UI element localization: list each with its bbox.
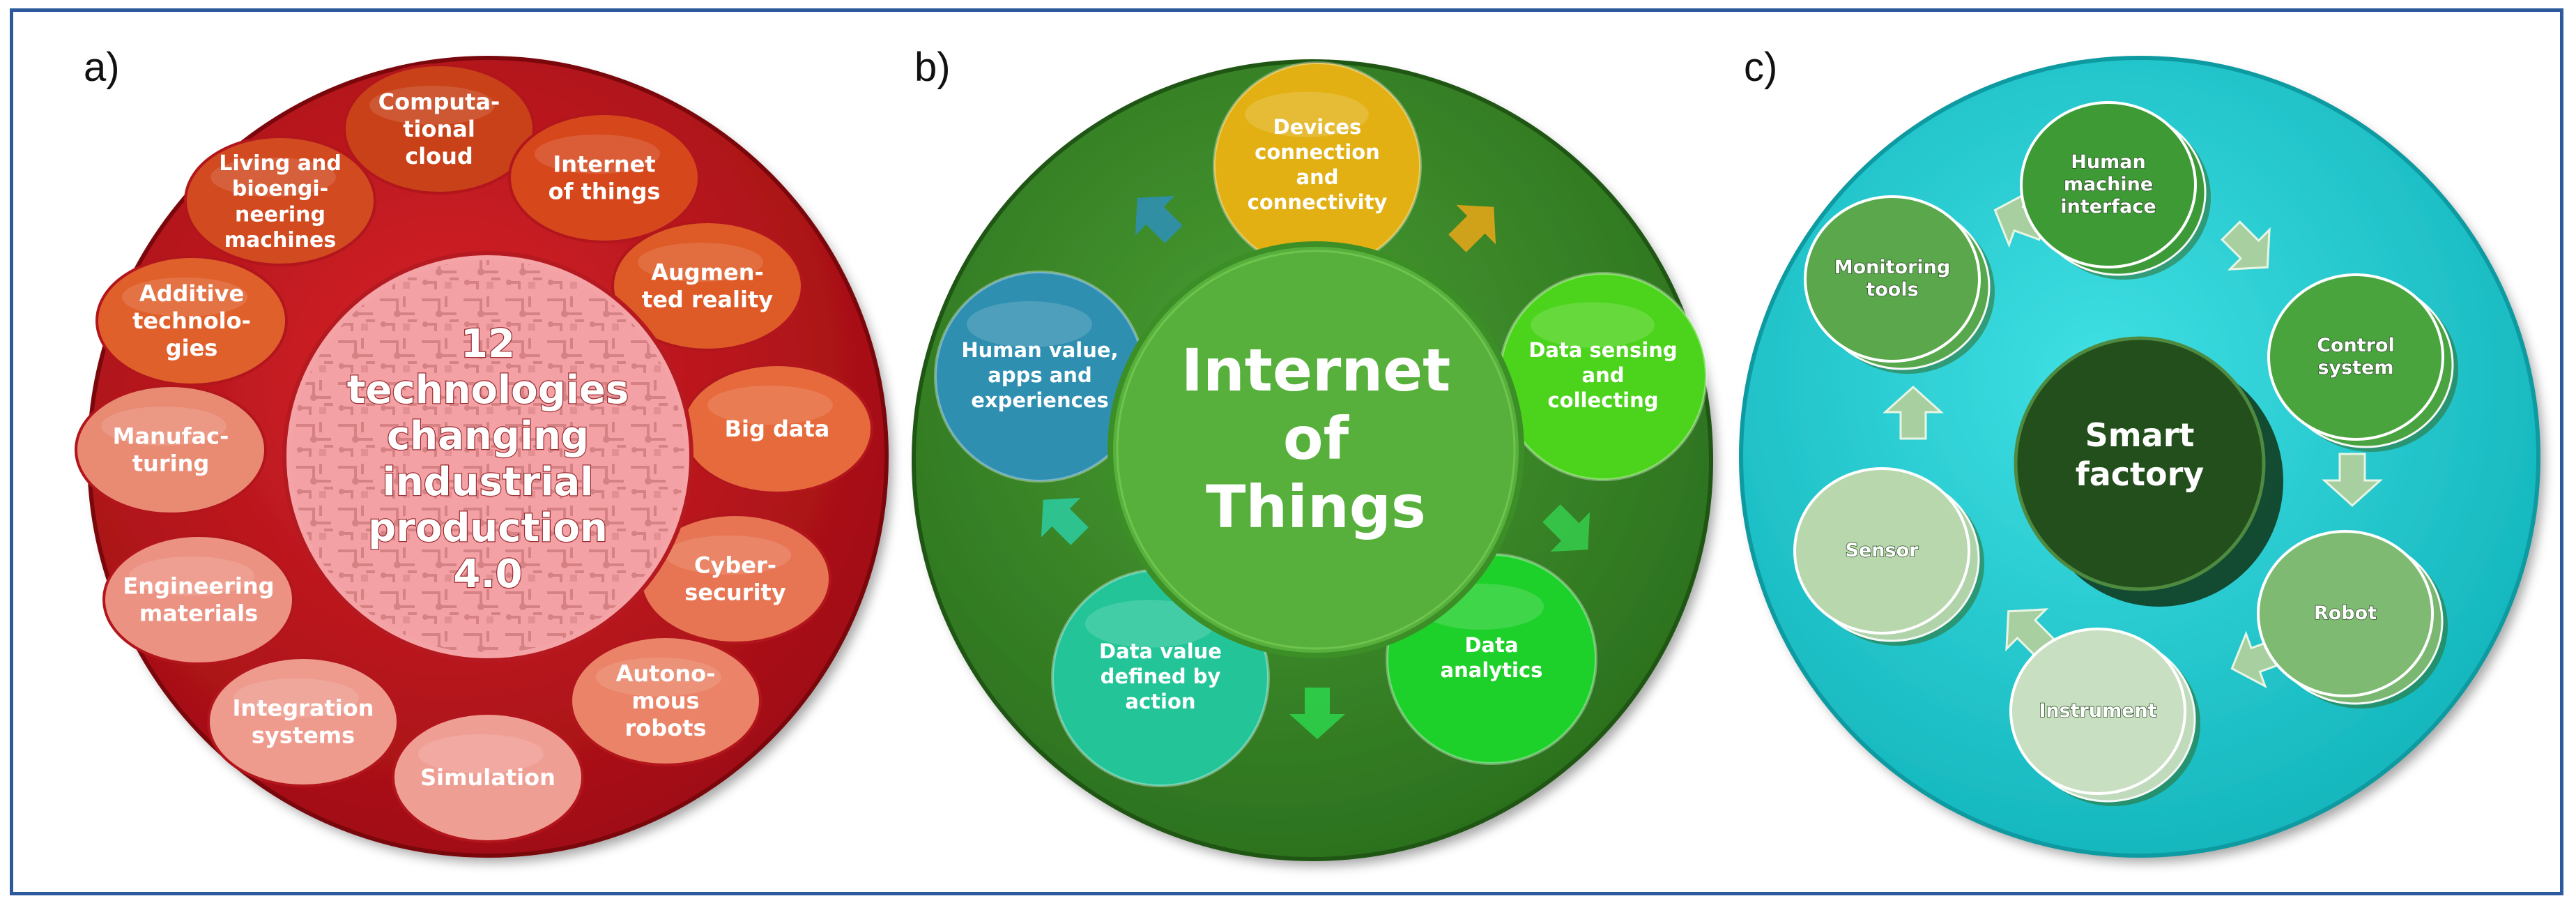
panel-label-b: b)	[914, 45, 951, 90]
factory-label: Instrument	[2039, 700, 2156, 722]
factory-label: Robot	[2314, 602, 2377, 624]
cycle-arrow-icon	[2221, 220, 2271, 271]
tech-bubble-augmen-ted-reality: Augmen-ted reality	[611, 220, 804, 351]
cycle-arrow-icon	[2005, 608, 2055, 658]
cycle-arrow-icon	[1883, 385, 1944, 440]
factory-disc-instrument: Instrument	[2009, 628, 2200, 806]
tech-bubble-manufac-turing: Manufac-turing	[75, 384, 267, 515]
factory-disc-robot: Robot	[2257, 530, 2448, 708]
tech-label: Simulation	[420, 764, 555, 791]
tech-bubble-big-data: Big data	[681, 363, 873, 494]
tech-label: Augmen-ted reality	[642, 259, 773, 312]
flow-arrow-icon	[1448, 204, 1496, 252]
tech-label: Manufac-turing	[113, 423, 229, 476]
tech-bubble-cyber-security: Cyber-security	[639, 513, 831, 644]
flow-arrow-icon	[1041, 497, 1089, 545]
tech-bubble-simulation: Simulation	[392, 712, 584, 843]
factory-disc-sensor: Sensor	[1793, 467, 1984, 646]
flow-arrow-icon	[1289, 688, 1345, 739]
panel-label-a: a)	[84, 45, 120, 90]
flow-arrow-icon	[1135, 195, 1183, 243]
panel-label-c: c)	[1744, 45, 1778, 90]
cycle-arrow-icon	[2322, 453, 2383, 508]
flow-arrow-icon	[1542, 504, 1590, 552]
factory-label: Sensor	[1846, 540, 1919, 561]
tech-label: Big data	[725, 416, 830, 442]
tech-label: Cyber-security	[684, 552, 786, 605]
